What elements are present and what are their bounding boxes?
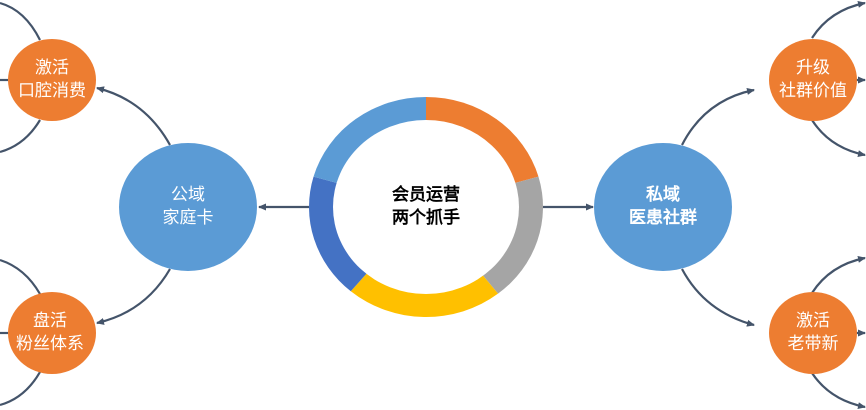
connector-left-bottom-up [0,258,41,295]
left-bottom-line1: 盘活 [33,311,67,331]
left-top-line2: 口腔消费 [18,81,86,101]
right-top-line2: 社群价值 [779,81,847,101]
public-domain-line2: 家庭卡 [162,208,214,228]
connector-left-bottom-down [0,371,41,407]
right-top-line1: 升级 [796,58,830,78]
arrow-private-to-right-top [681,87,755,146]
connector-left-top-up [0,1,41,41]
public-domain-node [119,143,257,271]
center-line1: 会员运营 [392,185,460,205]
private-domain-line1: 私域 [646,185,680,205]
left-bottom-label: 盘活 粉丝体系 [0,298,100,368]
left-top-line1: 激活 [35,58,69,78]
arrow-public-to-left-bottom [96,268,171,325]
arrow-right-top-down [811,119,866,158]
private-domain-label: 私域 医患社群 [603,167,723,247]
public-domain-line1: 公域 [171,185,205,205]
private-domain-line2: 医患社群 [629,208,697,228]
right-bottom-line2: 老带新 [787,334,839,354]
arrow-right-bottom-down [811,372,866,410]
arrow-right-top-up [811,0,866,39]
left-bottom-line2: 粉丝体系 [16,334,84,354]
arrow-right-bottom-up [811,255,866,294]
right-top-label: 升级 社群价值 [763,45,863,115]
left-bottom-node [8,292,96,374]
connector-left-top-down [0,119,41,154]
arrow-private-to-right-bottom [681,268,755,327]
right-top-node [769,39,857,121]
right-bottom-label: 激活 老带新 [763,298,863,368]
left-top-label: 激活 口腔消费 [2,45,102,115]
center-label: 会员运营 两个抓手 [346,167,506,247]
right-bottom-node [769,292,857,374]
right-bottom-line1: 激活 [796,311,830,331]
donut-center [333,120,519,294]
left-top-node [8,39,96,121]
public-domain-label: 公域 家庭卡 [128,167,248,247]
center-line2: 两个抓手 [392,208,460,228]
arrow-public-to-left-top [96,86,171,146]
private-domain-node [594,143,732,271]
